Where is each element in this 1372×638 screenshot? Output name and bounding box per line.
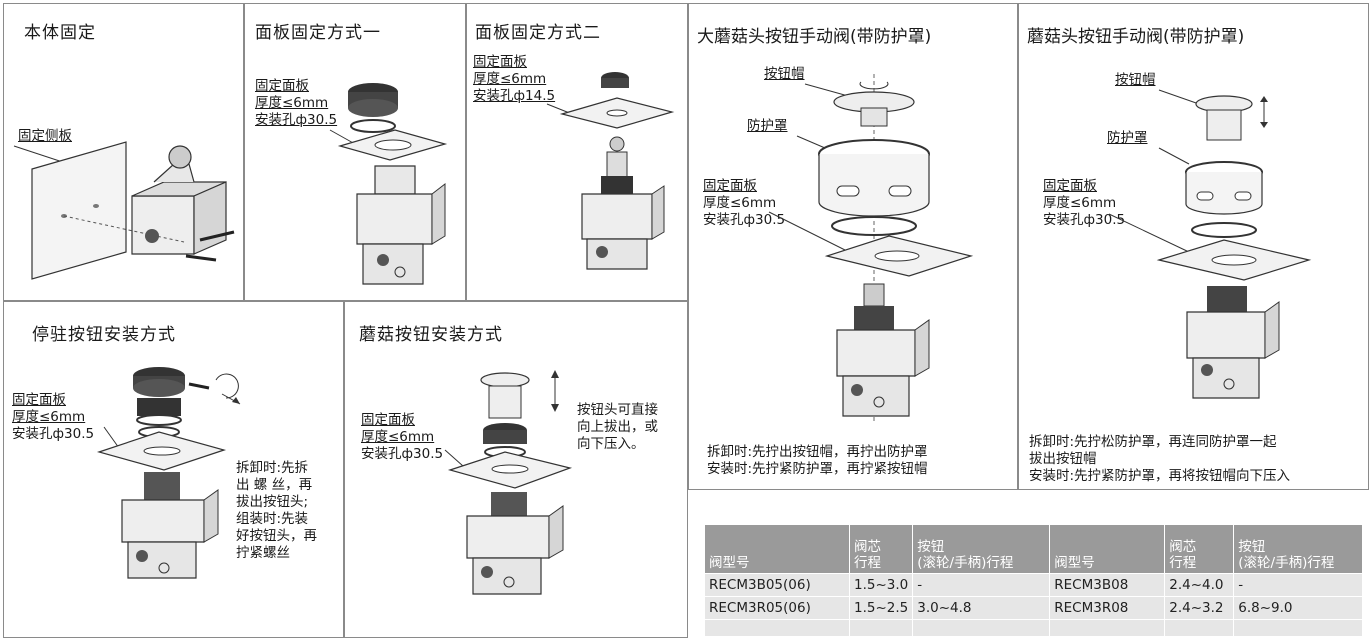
body-fix-illustration — [4, 4, 244, 301]
cap-label: 按钮帽 — [764, 66, 805, 82]
cell: RECM3B05(06) — [704, 573, 850, 597]
table-row — [704, 619, 1364, 637]
col-header: 按钮(滚轮/手柄)行程 — [1233, 524, 1364, 574]
mushroom-cover-illustration — [1019, 4, 1369, 490]
detent-illustration — [4, 367, 344, 638]
cell: - — [1233, 573, 1364, 597]
col-header: 阀型号 — [704, 524, 850, 574]
panel-fix-method-1: 面板固定方式一 固定面板 厚度≤6mm 安装孔ф30.5 — [244, 3, 466, 301]
col-header: 阀芯行程 — [1164, 524, 1235, 574]
mushroom-button-illustration — [345, 370, 688, 638]
panel-title: 停驻按钮安装方式 — [32, 325, 176, 345]
panel-title: 面板固定方式一 — [255, 23, 381, 43]
table-row: RECM3R05(06) 1.5~2.5 3.0~4.8 RECM3R08 2.… — [704, 596, 1364, 620]
panel-title: 面板固定方式二 — [475, 23, 601, 43]
cell — [912, 619, 1051, 637]
cover-label: 防护罩 — [747, 118, 788, 134]
panel-spec-label: 固定面板 厚度≤6mm 安装孔ф14.5 — [473, 54, 556, 104]
col-header: 按钮(滚轮/手柄)行程 — [912, 524, 1051, 574]
panel-spec-label: 固定面板 厚度≤6mm 安装孔ф30.5 — [255, 78, 338, 128]
cell: 1.5~3.0 — [848, 573, 914, 597]
assembly-note: 拆卸时:先拧出按钮帽，再拧出防护罩 安装时:先拧紧防护罩，再拧紧按钮帽 — [707, 444, 928, 477]
cover-label: 防护罩 — [1107, 130, 1148, 146]
panel-mushroom-button: 蘑菇按钮安装方式 固定面板 厚度≤6mm 安装孔ф30.5 按钮头可直接 向上拔… — [344, 301, 688, 638]
fix2-illustration — [467, 72, 688, 301]
cell: RECM3B08 — [1049, 573, 1166, 597]
assembly-note: 拆卸时:先拆 出 螺 丝，再 拔出按钮头; 组装时:先装 好按钮头，再 拧紧螺丝 — [236, 460, 317, 561]
side-plate-label: 固定侧板 — [18, 128, 72, 144]
col-header: 阀型号 — [1049, 524, 1166, 574]
assembly-note: 拆卸时:先拧松防护罩，再连同防护罩一起 拔出按钮帽 安装时:先拧紧防护罩，再将按… — [1029, 434, 1291, 484]
cell — [704, 619, 850, 637]
panel-title: 本体固定 — [24, 23, 96, 43]
panel-spec-label: 固定面板 厚度≤6mm 安装孔ф30.5 — [12, 392, 95, 442]
cell: 1.5~2.5 — [848, 596, 914, 620]
spec-table: 阀型号 阀芯行程 按钮(滚轮/手柄)行程 阀型号 阀芯行程 按钮(滚轮/手柄)行… — [704, 524, 1364, 637]
cell: 2.4~3.2 — [1164, 596, 1235, 620]
panel-spec-label: 固定面板 厚度≤6mm 安装孔ф30.5 — [1043, 178, 1126, 228]
cell: - — [912, 573, 1051, 597]
cell — [1164, 619, 1235, 637]
panel-title: 大蘑菇头按钮手动阀(带防护罩) — [697, 27, 932, 47]
panel-spec-label: 固定面板 厚度≤6mm 安装孔ф30.5 — [361, 412, 444, 462]
panel-mushroom-cover: 蘑菇头按钮手动阀(带防护罩) 按钮帽 防护罩 固定面板 厚度≤6mm 安装孔ф3… — [1018, 3, 1369, 490]
col-header: 阀芯行程 — [848, 524, 914, 574]
panel-big-mushroom: 大蘑菇头按钮手动阀(带防护罩) 按钮帽 防护罩 固定面板 厚度≤6mm 安装孔ф… — [688, 3, 1018, 490]
panel-title: 蘑菇头按钮手动阀(带防护罩) — [1027, 27, 1245, 47]
cell: 2.4~4.0 — [1164, 573, 1235, 597]
panel-body-fix: 本体固定 固定侧板 — [3, 3, 244, 301]
panel-spec-label: 固定面板 厚度≤6mm 安装孔ф30.5 — [703, 178, 786, 228]
panel-title: 蘑菇按钮安装方式 — [359, 325, 503, 345]
table-row: RECM3B05(06) 1.5~3.0 - RECM3B08 2.4~4.0 … — [704, 573, 1364, 597]
cell: RECM3R08 — [1049, 596, 1166, 620]
cap-label: 按钮帽 — [1115, 72, 1156, 88]
big-mushroom-illustration — [689, 4, 1018, 490]
cell: 6.8~9.0 — [1233, 596, 1364, 620]
cell — [1233, 619, 1364, 637]
cell: RECM3R05(06) — [704, 596, 850, 620]
table-header-row: 阀型号 阀芯行程 按钮(滚轮/手柄)行程 阀型号 阀芯行程 按钮(滚轮/手柄)行… — [704, 524, 1364, 574]
cell — [848, 619, 914, 637]
panel-fix-method-2: 面板固定方式二 固定面板 厚度≤6mm 安装孔ф14.5 — [466, 3, 688, 301]
assembly-note: 按钮头可直接 向上拔出，或 向下压入。 — [577, 402, 658, 452]
cell — [1049, 619, 1166, 637]
cell: 3.0~4.8 — [912, 596, 1051, 620]
fix1-illustration — [245, 83, 466, 301]
panel-detent-button: 停驻按钮安装方式 固定面板 厚度≤6mm 安装孔ф30.5 拆卸时:先拆 出 螺… — [3, 301, 344, 638]
